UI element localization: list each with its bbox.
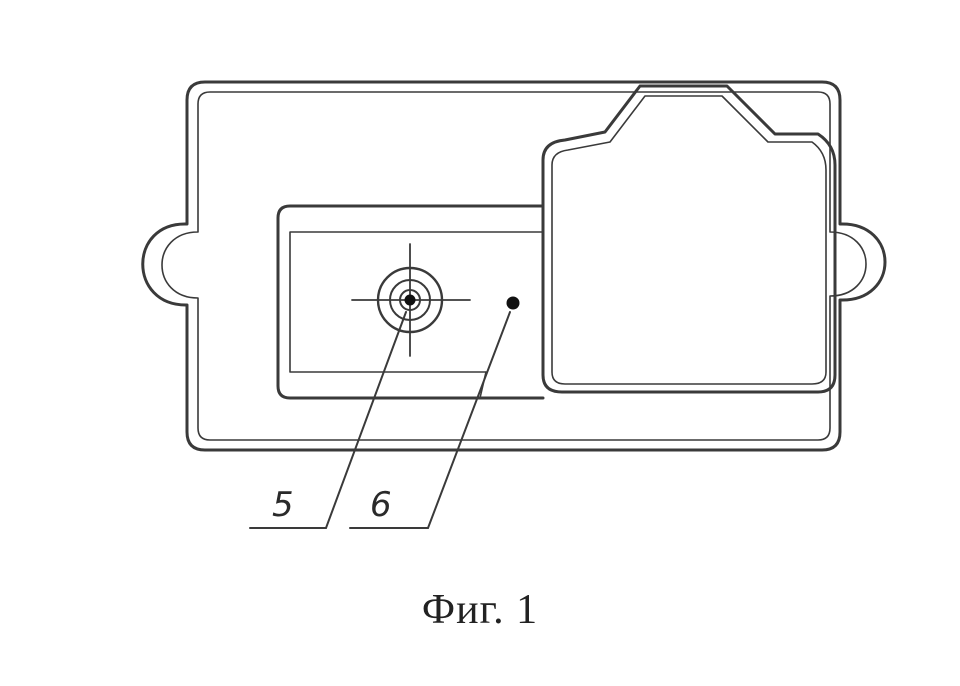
figure-caption: Фиг. 1 <box>421 587 539 633</box>
element-5-target <box>351 243 471 357</box>
callout-label-5: 5 <box>272 485 294 525</box>
leader-line-6 <box>349 311 511 529</box>
component-block <box>541 84 837 394</box>
callout-label-6: 6 <box>370 485 392 525</box>
slide-window <box>276 204 545 400</box>
housing-inner-outline <box>161 91 867 441</box>
leader-line-5 <box>249 311 407 529</box>
element-6-dot <box>506 296 520 310</box>
slide-window-inner <box>289 231 544 399</box>
housing-outline <box>141 80 887 452</box>
component-block-inner <box>551 95 827 385</box>
